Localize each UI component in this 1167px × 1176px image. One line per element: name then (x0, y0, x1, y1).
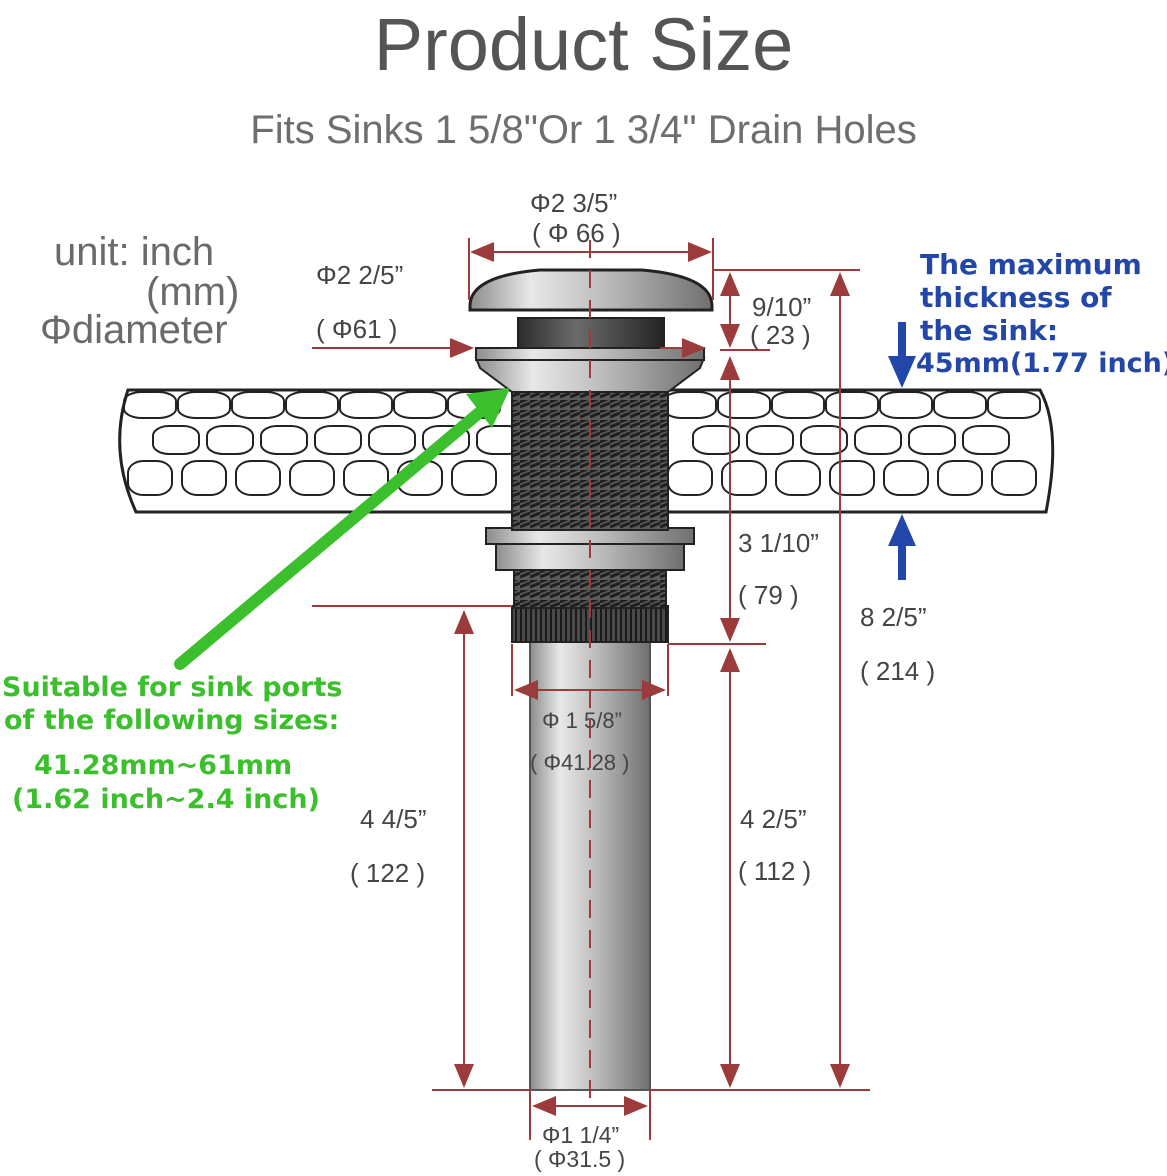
lower-length-in: 4 4/5” (360, 804, 427, 834)
pebble (314, 425, 362, 455)
total-height-mm: ( 214 ) (860, 656, 936, 686)
sink-note-line4: 45mm(1.77 inch) (916, 348, 1167, 379)
pebble (289, 460, 335, 496)
pebble (991, 460, 1037, 496)
pebble (937, 460, 983, 496)
pebble (908, 425, 956, 455)
cap-diameter-in: Φ2 3/5” (530, 188, 618, 218)
pebble (933, 391, 987, 419)
tail-diameter-in: Φ1 1/4” (542, 1122, 620, 1148)
pebble (206, 425, 254, 455)
unit-label: unit: inch (54, 230, 215, 274)
pebble (717, 391, 771, 419)
tail-diameter-mm: ( Φ31.5 ) (534, 1146, 626, 1172)
sink-note-line3: the sink: (920, 314, 1059, 347)
pebble (962, 425, 1010, 455)
pebble (368, 425, 416, 455)
tube-diameter-in: Φ 1 5/8” (542, 708, 622, 733)
pebble (883, 460, 929, 496)
pebble (285, 391, 339, 419)
pebble (879, 391, 933, 419)
pebble (987, 391, 1041, 419)
flange-diameter-in: Φ2 2/5” (316, 260, 404, 290)
diameter-label: Φdiameter (40, 308, 228, 352)
pebble (775, 460, 821, 496)
tail-length-mm: ( 112 ) (738, 856, 812, 886)
total-height-in: 8 2/5” (860, 602, 927, 632)
page-subtitle: Fits Sinks 1 5/8"Or 1 3/4" Drain Holes (250, 108, 917, 152)
pebble (771, 391, 825, 419)
pebble (451, 460, 497, 496)
page-title: Product Size (373, 3, 794, 86)
pebble (235, 460, 281, 496)
mm-label: (mm) (146, 270, 240, 314)
sink-note-line2: thickness of (920, 281, 1112, 314)
tube-diameter-mm: ( Φ41.28 ) (530, 750, 630, 775)
flange-diameter-mm: ( Φ61 ) (316, 314, 398, 344)
tail-pipe (529, 641, 651, 1091)
green-arrow (174, 388, 510, 670)
thread-length-mm: ( 79 ) (738, 580, 799, 610)
pebble (825, 391, 879, 419)
pebble (127, 460, 173, 496)
pebble (854, 425, 902, 455)
pebble (339, 391, 393, 419)
drain-assembly (468, 240, 714, 1100)
pebble (260, 425, 308, 455)
thread-length-in: 3 1/10” (738, 528, 819, 558)
pebble (181, 460, 227, 496)
sink-note-line1: The maximum (920, 248, 1142, 281)
pebble (393, 391, 447, 419)
cap-diameter-mm: ( Φ 66 ) (532, 218, 621, 248)
pebble (343, 460, 389, 496)
pebble (152, 425, 200, 455)
dimension-lines (312, 238, 870, 1140)
pebble (422, 425, 470, 455)
pebble (746, 425, 794, 455)
ports-note-line3: 41.28mm~61mm (34, 750, 293, 781)
pebble (231, 391, 285, 419)
sink-thickness-arrows (888, 322, 916, 580)
tail-length-in: 4 2/5” (740, 804, 807, 834)
pebble (177, 391, 231, 419)
lower-length-mm: ( 122 ) (350, 858, 426, 888)
pop-up-cap (468, 268, 714, 312)
ports-note-line1: Suitable for sink ports (2, 672, 343, 703)
cap-height-in: 9/10” (752, 292, 812, 322)
ports-note-line2: of the following sizes: (4, 705, 340, 736)
ports-note-line4: (1.62 inch~2.4 inch) (12, 784, 320, 815)
cap-height-mm: ( 23 ) (750, 320, 811, 350)
pebble (123, 391, 177, 419)
